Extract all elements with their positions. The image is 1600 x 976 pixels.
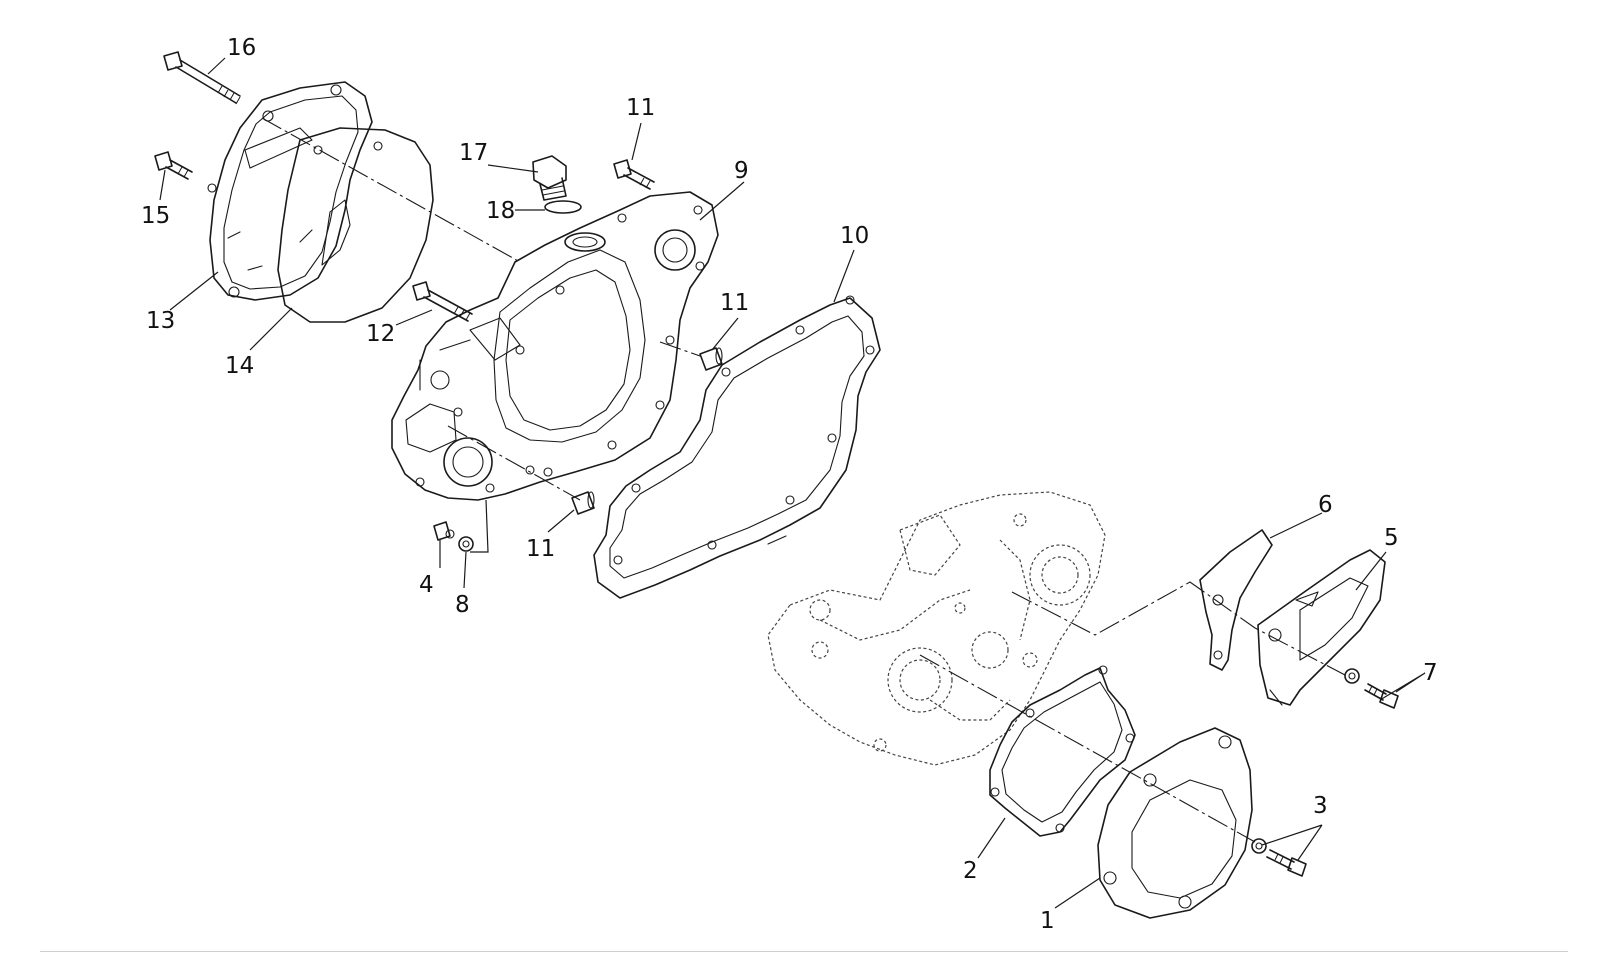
part-19-o-ring — [544, 200, 582, 214]
part-13-bolt — [412, 281, 473, 322]
callout-7: 7 — [1423, 660, 1438, 686]
part-10-clutch-gasket — [593, 295, 881, 599]
part-2-cover-gasket — [989, 665, 1136, 837]
callout-18: 17 — [459, 140, 488, 166]
part-17-long-bolt — [163, 51, 241, 105]
leader-lines — [159, 57, 1426, 909]
callout-17: 16 — [227, 35, 256, 61]
callout-2: 2 — [963, 858, 978, 884]
part-7-bolt-washer — [1344, 668, 1399, 709]
callout-4: 4 — [419, 572, 434, 598]
callout-9: 9 — [734, 158, 749, 184]
assembly-axes — [261, 117, 1346, 843]
callout-3: 3 — [1313, 793, 1328, 819]
callout-11-lower: 11 — [526, 536, 555, 562]
part-9-clutch-cover — [391, 191, 719, 501]
callout-19: 18 — [486, 198, 515, 224]
part-1-generator-cover — [1097, 727, 1253, 919]
callout-10: 10 — [840, 223, 869, 249]
part-11-dowel-lower — [571, 491, 595, 515]
part-4-bolt — [433, 521, 455, 541]
callout-14: 13 — [146, 308, 175, 334]
callout-8: 8 — [455, 592, 470, 618]
part-15-cover-gasket — [277, 127, 434, 323]
callout-15: 14 — [225, 353, 254, 379]
part-12-bolt — [613, 159, 655, 190]
callout-1: 1 — [1040, 908, 1055, 934]
part-8-washer — [458, 536, 474, 552]
part-5-sprocket-cover — [1257, 549, 1386, 706]
part-14-ignition-cover — [207, 81, 373, 301]
callout-5: 5 — [1384, 525, 1399, 551]
bottom-divider — [40, 951, 1568, 952]
part-18-oil-plug — [532, 155, 567, 201]
callout-16: 15 — [141, 203, 170, 229]
callout-11-upper: 11 — [720, 290, 749, 316]
part-16-bolt — [154, 151, 193, 180]
part-6-bracket — [1199, 529, 1273, 671]
part-11-dowel-upper — [699, 347, 723, 371]
crankcase-ghost — [767, 491, 1106, 766]
callout-12: 11 — [626, 95, 655, 121]
part-3-bolt-washer — [1251, 838, 1307, 877]
callout-labels: 16 15 13 14 12 17 18 11 9 10 11 11 4 8 6… — [141, 35, 1438, 934]
callout-13: 12 — [366, 321, 395, 347]
callout-6: 6 — [1318, 492, 1333, 518]
